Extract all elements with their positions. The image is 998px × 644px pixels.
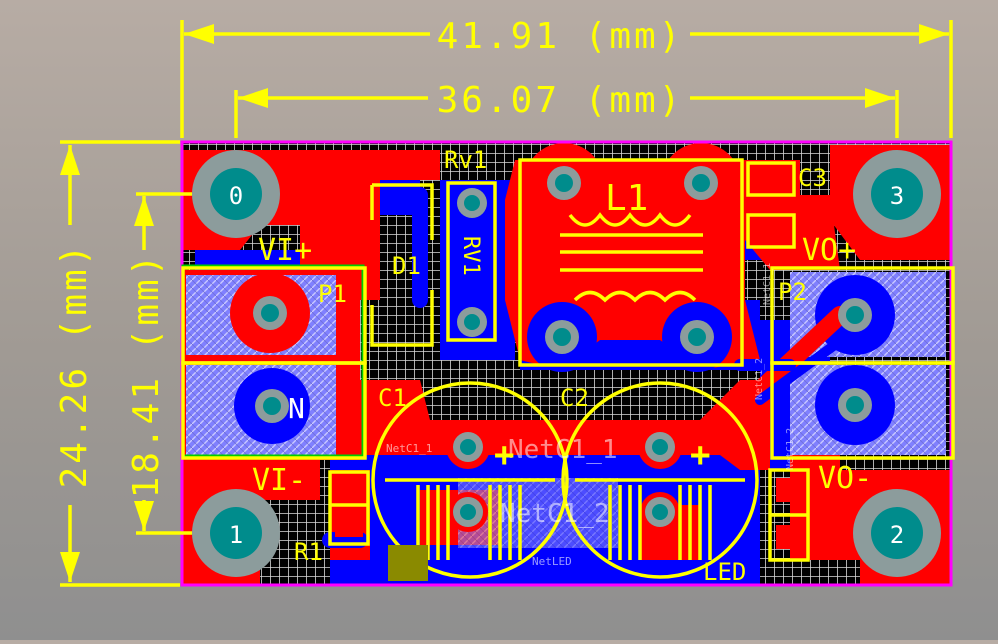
dimension-lines [60,20,953,587]
net-label-side-3: NetC1_2 [754,358,765,400]
net-label-netc1-1: NetC1_1 [508,435,618,465]
silkscreen-outlines [181,158,955,579]
dimension-overall-width: 41.91 (mm) [437,16,684,57]
pad-c2-1 [645,432,675,462]
mounting-hole-label: 1 [229,521,243,549]
pad-p2-1 [838,298,872,332]
mounting-hole-0[interactable]: 0 [192,150,280,238]
component-marker [388,545,428,581]
net-label-side-2: NetC1_1 [762,263,773,305]
pad-p1-2 [255,389,289,423]
label-l1: L1 [605,178,648,219]
mounting-hole-3[interactable]: 3 [853,150,941,238]
smd-pads[interactable] [335,170,804,549]
pad-rv1-2 [457,307,487,337]
component-pads[interactable] [253,166,872,527]
label-rv1: Rv1 [444,146,487,174]
label-vi-plus: VI+ [258,233,312,268]
label-c1: C1 [378,384,407,412]
pad-c1-2 [453,497,483,527]
label-p1: P1 [318,280,347,308]
label-p1-pin: N [288,392,305,425]
dimension-overall-height: 24.26 (mm) [54,242,95,489]
label-c2: C2 [560,384,589,412]
designator-labels: Rv1 RV1 D1 L1 C3 P1 P2 C1 C2 R1 LED [294,146,827,586]
label-vo-minus: VO- [818,461,872,496]
dimension-inner-height: 18.41 (mm) [126,252,167,499]
pad-l1-3 [545,320,579,354]
label-rv1-body: RV1 [458,236,483,276]
label-p2: P2 [778,278,807,306]
label-c3: C3 [798,164,827,192]
mounting-hole-label: 3 [890,182,904,210]
mounting-hole-label: 2 [890,521,904,549]
net-label-netc1-2: NetC1_2 [500,499,610,529]
pad-l1-2 [684,166,718,200]
label-r1: R1 [294,538,323,566]
pad-c1-1 [453,432,483,462]
mounting-hole-2[interactable]: 2 [853,489,941,577]
polarity-mark-c1: + [494,435,514,475]
pad-p1-1 [253,296,287,330]
mounting-hole-label: 0 [229,182,243,210]
label-vi-minus: VI- [252,463,306,498]
net-labels: NetC1_1 NetC1_2 NetC1_1 NetLED NetC1_2 N… [386,263,796,568]
net-label-netc1-1-small: NetC1_1 [386,442,432,455]
polarity-mark-c2: + [690,435,710,475]
dimension-inner-width: 36.07 (mm) [437,80,684,121]
label-d1: D1 [392,252,421,280]
pad-c2-2 [645,497,675,527]
net-label-netled: NetLED [532,555,572,568]
pad-rv1-1 [457,188,487,218]
io-labels: VI+ VI- VO+ VO- N [252,233,872,498]
pad-l1-1 [547,166,581,200]
mounting-hole-1[interactable]: 1 [192,489,280,577]
pad-p2-2 [838,388,872,422]
net-label-side-1: NetC1_2 [785,428,796,470]
label-vo-plus: VO+ [802,233,856,268]
label-led: LED [703,558,746,586]
pad-l1-4 [680,320,714,354]
